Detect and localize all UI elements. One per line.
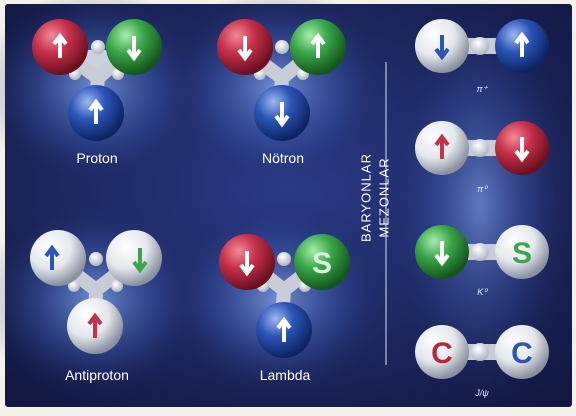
charm-quark xyxy=(415,325,469,379)
antiquark xyxy=(30,230,86,286)
particle-label-pi-plus: π⁺ xyxy=(476,84,488,94)
section-label-mesons: MEZONLAR xyxy=(376,157,392,238)
meson-pi-zero-model xyxy=(415,121,549,175)
spin-up-arrow xyxy=(434,133,450,159)
particle-label-proton: Proton xyxy=(76,150,118,166)
charm-antiquark-letter: C xyxy=(511,337,533,370)
antiproton-model xyxy=(30,230,162,354)
particle-label-lambda: Lambda xyxy=(259,367,311,383)
spin-down-arrow xyxy=(132,248,148,274)
spin-down-arrow xyxy=(274,102,290,128)
meson-pi-plus-model xyxy=(415,19,549,73)
spin-down-arrow xyxy=(514,137,530,163)
strange-antiquark xyxy=(495,225,549,279)
particle-label-antiproton: Antiproton xyxy=(65,367,129,383)
spin-down-arrow xyxy=(239,251,255,277)
spin-up-arrow xyxy=(44,244,60,270)
lambda-model: S xyxy=(219,234,350,358)
spin-up-arrow xyxy=(87,312,103,338)
particle-label-k-zero: K⁰ xyxy=(477,287,487,297)
particle-label-j-psi: J/ψ xyxy=(475,388,489,398)
strange-quark-letter: S xyxy=(512,237,532,270)
spin-up-arrow xyxy=(310,32,326,58)
spin-up-arrow xyxy=(276,316,292,342)
spin-down-arrow xyxy=(434,35,450,61)
charm-quark-letter: C xyxy=(431,337,453,370)
spin-up-arrow xyxy=(52,32,68,58)
section-label-baryons: BARYONLAR xyxy=(358,153,374,242)
neutron-model xyxy=(217,19,346,141)
glow-mesons xyxy=(385,0,575,410)
meson-j-psi-model: C C xyxy=(415,325,549,379)
antiquark xyxy=(106,230,162,286)
strange-quark-letter: S xyxy=(312,247,332,280)
spin-down-arrow xyxy=(237,36,253,62)
particle-label-neutron: Nötron xyxy=(261,150,305,166)
particle-label-pi-zero: π⁰ xyxy=(477,184,487,194)
spin-down-arrow xyxy=(126,36,142,62)
spin-up-arrow xyxy=(88,98,104,124)
charm-antiquark xyxy=(495,325,549,379)
green-strange-quark xyxy=(294,234,350,290)
spin-down-arrow xyxy=(434,241,450,267)
proton-model xyxy=(32,19,162,141)
spin-up-arrow xyxy=(514,31,530,57)
meson-k-zero-model: S xyxy=(415,225,549,279)
